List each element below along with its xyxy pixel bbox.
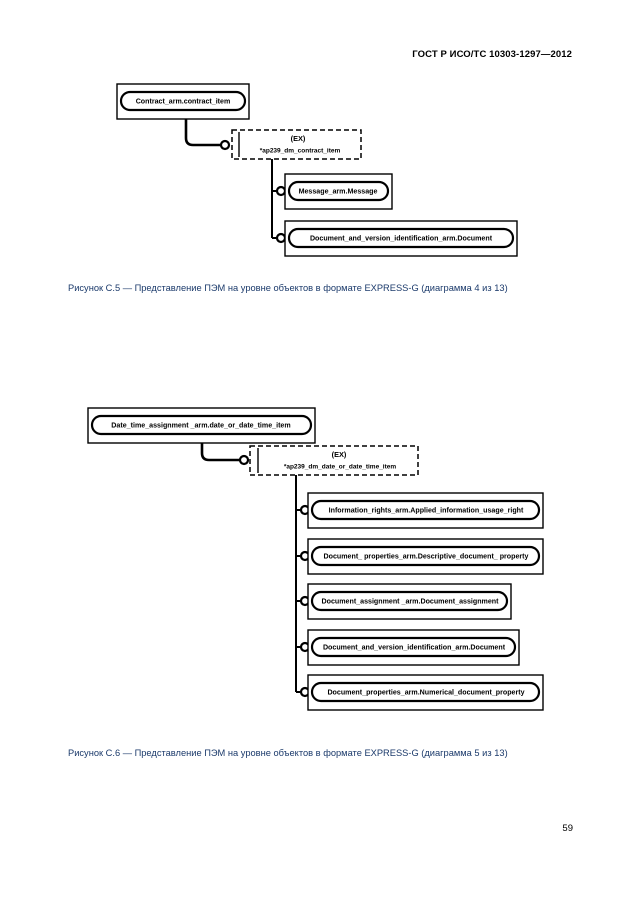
connector-joint [275,232,287,244]
figure-caption-c5: Рисунок С.5 — Представление ПЭМ на уровн… [68,283,508,293]
entity-label-message: Message_arm.Message [299,187,378,195]
entity-label-date-or-date-time-item: Date_time_assignment _arm.date_or_date_t… [111,421,290,429]
connector-joint [219,139,231,151]
page-number: 59 [562,823,573,834]
document-header-standard-number: ГОСТ Р ИСО/ТС 10303-1297—2012 [412,49,572,60]
connector-joint [238,454,250,466]
schema-name-label: *ap239_dm_date_or_date_time_item [284,464,397,471]
entity-label-contract-item: Contract_arm.contract_item [136,97,231,105]
express-g-diagram-c6: Date_time_assignment _arm.date_or_date_t… [0,400,630,730]
schema-tag-ex: (EX) [291,134,306,143]
entity-label-document-assignment: Document_assignment _arm.Document_assign… [322,597,500,605]
express-g-diagram-c5: Contract_arm.contract_item (EX) *ap239_d… [0,0,630,280]
entity-label-applied-information-usage-right: Information_rights_arm.Applied_informati… [329,506,524,514]
entity-label-descriptive-document-property: Document_ properties_arm.Descriptive_doc… [324,552,529,560]
schema-tag-ex: (EX) [332,450,347,459]
schema-name-label: *ap239_dm_contract_item [260,148,341,155]
entity-label-document: Document_and_version_identification_arm.… [310,234,493,242]
connector-joint [275,185,287,197]
entity-label-document: Document_and_version_identification_arm.… [323,643,506,651]
entity-label-numerical-document-property: Document_properties_arm.Numerical_docume… [327,688,524,696]
figure-caption-c6: Рисунок С.6 — Представление ПЭМ на уровн… [68,748,508,758]
